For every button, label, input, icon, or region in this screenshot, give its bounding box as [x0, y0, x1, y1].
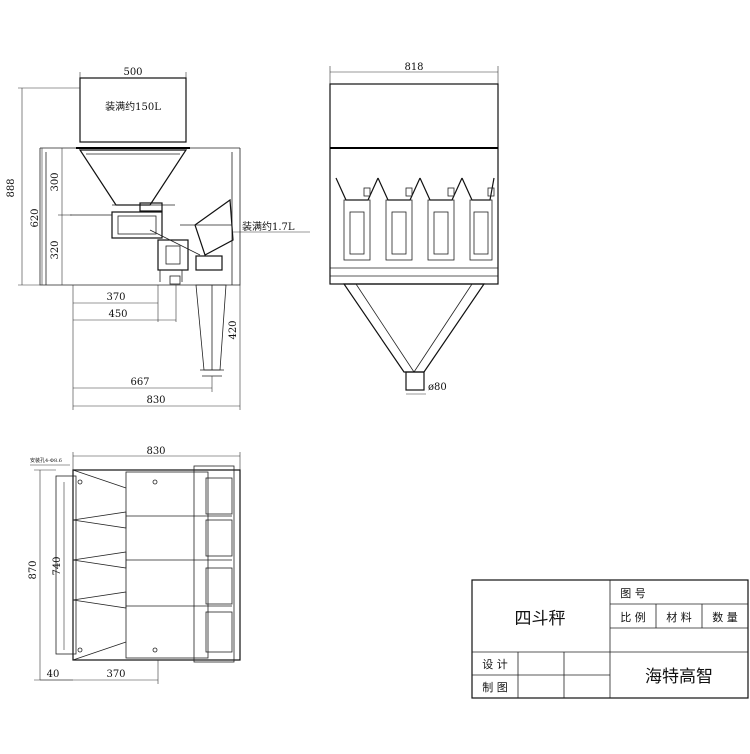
design-label: 设 计 — [482, 658, 508, 671]
dim-667: 667 — [130, 377, 149, 388]
title-block: 四斗秤 图 号 比 例 材 料 数 量 设 计 制 图 海特高智 — [471, 579, 749, 699]
drafting-label: 制 图 — [482, 681, 508, 694]
dim-total-height: 888 — [6, 178, 17, 197]
dim-hopper-width: 500 — [123, 67, 142, 78]
dim-top-370: 370 — [106, 669, 125, 680]
dim-420: 420 — [228, 320, 239, 339]
quantity-label: 数 量 — [712, 611, 738, 624]
front-view: 500 装满约150L 装满约1.7L — [6, 67, 310, 410]
material-label: 材 料 — [666, 610, 692, 624]
dim-830: 830 — [146, 395, 165, 406]
dim-40: 40 — [47, 669, 60, 680]
dim-320: 320 — [50, 240, 61, 259]
drawing-title: 四斗秤 — [515, 609, 566, 629]
dim-outlet-diameter: ø80 — [428, 382, 447, 393]
top-view: 830 安装孔4-Φ8.6 870 — [28, 446, 241, 684]
dim-620: 620 — [30, 208, 41, 227]
dim-450: 450 — [108, 309, 127, 320]
mounting-hole-note: 安装孔4-Φ8.6 — [30, 457, 62, 464]
spout-set — [72, 469, 127, 661]
company-name: 海特高智 — [645, 667, 713, 687]
weigh-hopper-capacity-note: 装满约1.7L — [242, 220, 295, 233]
dim-300: 300 — [50, 172, 61, 191]
side-view: 818 ø80 — [329, 62, 499, 395]
funnel-set — [335, 177, 495, 261]
dim-side-width: 818 — [404, 62, 423, 73]
dim-top-width: 830 — [146, 446, 165, 457]
dim-740: 740 — [52, 556, 63, 575]
dim-870: 870 — [28, 560, 39, 579]
drawing-no-label: 图 号 — [620, 587, 646, 600]
scale-label: 比 例 — [620, 610, 646, 624]
hopper-capacity-note: 装满约150L — [105, 100, 161, 113]
dim-370: 370 — [106, 292, 125, 303]
